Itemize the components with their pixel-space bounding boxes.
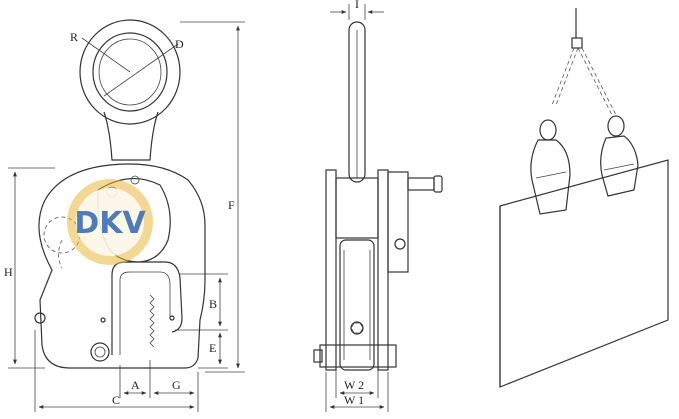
side-dimensions: I W 2 W 1	[325, 0, 389, 412]
dim-B: B	[209, 297, 217, 311]
dim-A: A	[131, 378, 140, 392]
dim-H: H	[4, 265, 13, 279]
watermark-text: DKV	[74, 206, 146, 241]
dim-G: G	[172, 378, 181, 392]
dim-R: R	[70, 30, 78, 44]
left-clamp	[530, 119, 571, 215]
side-view: I W 2 W 1	[313, 0, 443, 412]
front-view: DKV R D F H B E	[4, 19, 245, 412]
dim-W1: W 1	[344, 393, 364, 407]
dim-W2: W 2	[344, 378, 364, 392]
dkv-watermark: DKV	[67, 179, 153, 265]
dim-E: E	[209, 341, 216, 355]
clamp-body	[34, 163, 206, 369]
dim-F: F	[228, 198, 235, 212]
right-clamp	[600, 115, 639, 197]
dim-C: C	[112, 393, 120, 407]
usage-illustration	[499, 8, 669, 388]
front-dimensions: R D F H B E A	[4, 21, 245, 412]
lifting-eye	[79, 19, 181, 161]
dim-D: D	[175, 37, 184, 51]
dim-I: I	[355, 0, 359, 11]
